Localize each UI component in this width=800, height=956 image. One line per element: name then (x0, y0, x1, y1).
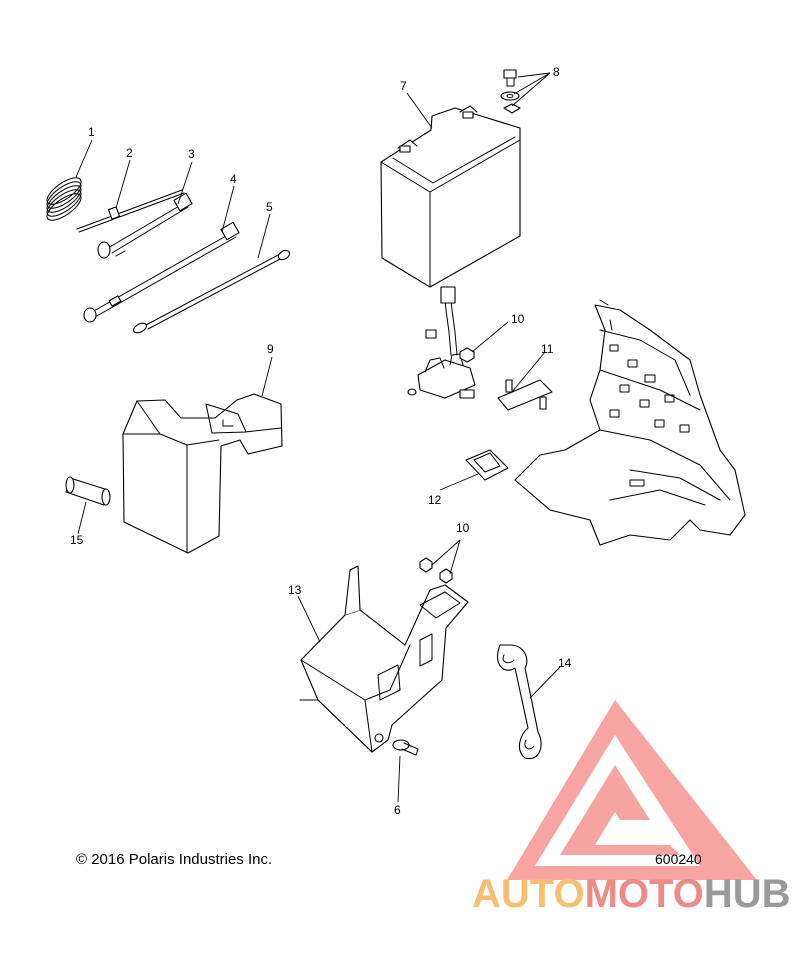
battery-harness-assembly (407, 286, 476, 399)
copyright-text: © 2016 Polaris Industries Inc. (76, 851, 273, 868)
watermark-logo-icon (507, 700, 757, 880)
callout-11: 11 (541, 342, 554, 356)
frame-chassis-section (514, 299, 746, 546)
callout-7: 7 (400, 79, 407, 93)
part-9-battery-cover (122, 393, 283, 554)
callout-9: 9 (267, 342, 274, 356)
part-15-tube (65, 476, 111, 506)
part-10-nut-upper (459, 347, 475, 363)
watermark-text: AUTOMOTOHUB (472, 872, 791, 917)
watermark-text-hub: HUB (703, 872, 791, 916)
part-1-coil (46, 177, 82, 221)
part-6-bolt (392, 739, 419, 756)
part-12-clip (465, 449, 509, 481)
callout-13: 13 (288, 583, 302, 597)
part-5-ground-cable (132, 249, 291, 334)
callout-8: 8 (553, 65, 560, 79)
part-7-battery (380, 105, 521, 288)
part-11-bracket (497, 379, 553, 411)
part-10-nuts-lower (419, 557, 453, 584)
watermark-text-moto: MOTO (584, 872, 704, 916)
part-2-cable-tie (76, 189, 185, 233)
callout-10-upper: 10 (511, 312, 525, 326)
callout-14: 14 (558, 656, 572, 670)
watermark-text-auto: AUTO (472, 872, 585, 916)
callout-15: 15 (70, 533, 84, 547)
part-13-battery-tray (299, 565, 469, 753)
part-14-strap (497, 644, 542, 760)
callout-12: 12 (428, 493, 442, 507)
part-4-battery-cable (83, 221, 240, 323)
callout-3: 3 (188, 147, 195, 161)
callout-1: 1 (88, 125, 95, 139)
callout-5: 5 (266, 200, 273, 214)
figure-number: 600240 (655, 851, 702, 867)
callout-6: 6 (394, 803, 401, 817)
callout-4: 4 (230, 172, 237, 186)
callout-2: 2 (126, 146, 133, 160)
callout-10-lower: 10 (456, 521, 470, 535)
part-3-battery-cable (97, 192, 193, 259)
part-8-bolt-washer-nut (500, 69, 521, 114)
callout-numbers: 1 2 3 4 5 6 7 8 9 10 10 11 12 13 14 15 (70, 65, 572, 817)
callout-leader-lines (75, 72, 561, 803)
